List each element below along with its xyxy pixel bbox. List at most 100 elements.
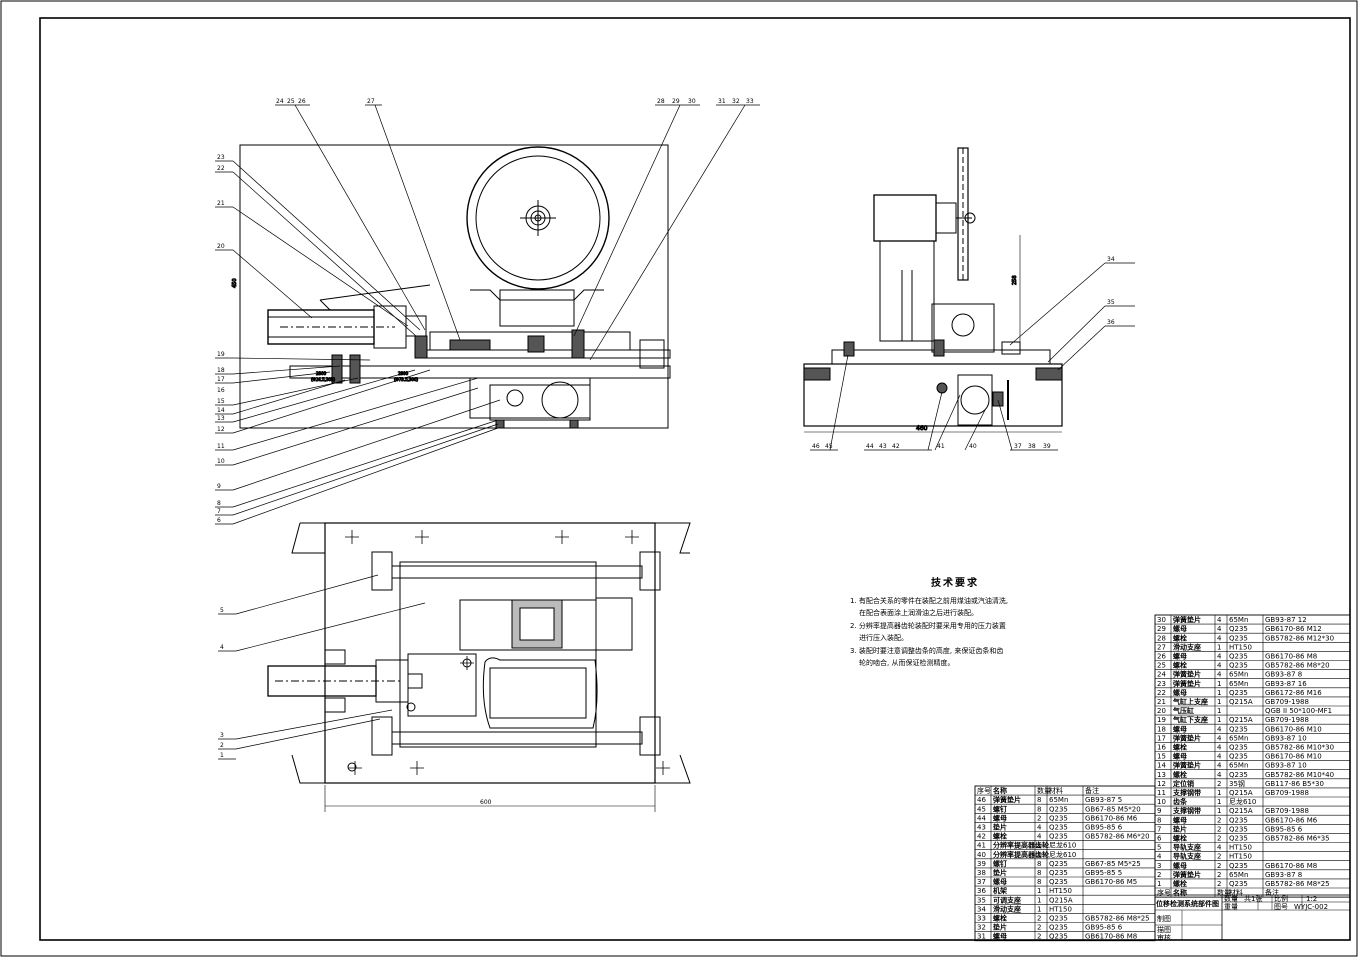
bom-right-row-15-mat: Q235 — [1229, 753, 1248, 761]
svg-text:2800: 2800 — [316, 371, 327, 376]
leader-22: 22 — [217, 165, 225, 172]
bom-left-row-44-no: 44 — [977, 814, 986, 822]
bom-right-row-9-note: GB709-1988 — [1265, 807, 1309, 815]
bom-left-row-43-mat: Q235 — [1049, 824, 1068, 832]
bom-right-row-14-name: 弹簧垫片 — [1173, 761, 1201, 770]
bom-right-row-15-no: 15 — [1157, 753, 1166, 761]
bom-left-row-40-mat: 尼龙610 — [1049, 850, 1076, 859]
bom-right-row-1-note: GB5782-86 M8*25 — [1265, 880, 1330, 888]
bom-left-row-43-no: 43 — [977, 824, 986, 832]
bom-left-row-37-note: GB6170-86 M5 — [1085, 878, 1137, 886]
bom-right-row-12-qty: 2 — [1217, 780, 1221, 788]
bom-right-row-11-mat: Q215A — [1229, 789, 1253, 797]
bom-right-row-6-no: 6 — [1157, 835, 1162, 843]
drawing-no-label: 图号 — [1274, 903, 1288, 911]
bom-right-row-1-no: 1 — [1157, 880, 1161, 888]
bom-right-row-24-qty: 4 — [1217, 671, 1222, 679]
bom-left-row-35-no: 35 — [977, 896, 986, 904]
bom-right-row-21-mat: Q215A — [1229, 698, 1253, 706]
bom-right-row-19-name: 气缸下支座 — [1172, 715, 1208, 724]
bom-right-row-4-no: 4 — [1157, 853, 1162, 861]
bom-left-row-33-note: GB5782-86 M8*25 — [1085, 915, 1150, 923]
bom-right-row-25-no: 25 — [1157, 662, 1166, 670]
bom-left-row-38-mat: Q235 — [1049, 869, 1068, 877]
bom-left-row-序号-name: 名称 — [993, 786, 1007, 795]
leader-19: 19 — [217, 351, 225, 358]
bom-right-row-29-mat: Q235 — [1229, 625, 1248, 633]
bom-right-row-4-mat: HT150 — [1229, 853, 1252, 861]
side-view: 258 460 — [803, 147, 1063, 433]
bom-right-row-header-name: 名称 — [1173, 888, 1187, 897]
bom-right-row-4-qty: 2 — [1217, 853, 1221, 861]
bom-right-row-12-mat: 35钢 — [1229, 779, 1245, 788]
bom-right-row-21-note: GB709-1988 — [1265, 698, 1309, 706]
bom-left-row-44-qty: 2 — [1037, 814, 1041, 822]
bom-right-row-8-qty: 2 — [1217, 816, 1221, 824]
leader-38: 38 — [1028, 443, 1036, 450]
bom-right-row-12-name: 定位销 — [1173, 779, 1194, 788]
row-draw: 制图 — [1157, 914, 1171, 923]
dim-plan-width: 600 — [480, 799, 492, 806]
bom-left-row-37-name: 螺母 — [993, 877, 1007, 886]
side-view-leader-labels: 34 35 36 46 45 44 43 42 41 40 37 38 39 — [812, 256, 1115, 450]
bom-left-row-35-qty: 1 — [1037, 896, 1041, 904]
bom-right-row-8-note: GB6170-86 M6 — [1265, 816, 1318, 824]
bom-right-row-16-name: 螺栓 — [1173, 743, 1187, 752]
leader-2: 2 — [220, 742, 224, 749]
leader-5: 5 — [220, 607, 224, 614]
bom-right-row-23-no: 23 — [1157, 680, 1166, 688]
bom-right-row-19-no: 19 — [1157, 716, 1166, 724]
bom-right-row-9-no: 9 — [1157, 807, 1161, 815]
plan-view: 600 — [267, 522, 691, 812]
bom-left-row-36-name: 机架 — [993, 886, 1007, 895]
bom-right-row-13-mat: Q235 — [1229, 771, 1248, 779]
bom-right-row-15-note: GB6170-86 M10 — [1265, 753, 1322, 761]
leader-8: 8 — [217, 500, 221, 507]
plan-view-leaders — [218, 574, 426, 760]
leader-12: 12 — [217, 426, 225, 433]
bom-left-row-33-no: 33 — [977, 915, 986, 923]
bom-left-row-31-note: GB6170-86 M8 — [1085, 933, 1137, 941]
bom-right-row-28-name: 螺栓 — [1173, 633, 1187, 642]
bom-left-row-46-note: GB93-87 5 — [1085, 796, 1122, 804]
bom-left-row-34-mat: HT150 — [1049, 905, 1072, 913]
bom-right-row-29-name: 螺母 — [1173, 624, 1187, 633]
bom-left-row-33-mat: Q235 — [1049, 915, 1068, 923]
bom-left-row-32-mat: Q235 — [1049, 924, 1068, 932]
bom-left-row-46-no: 46 — [977, 796, 986, 804]
bom-right-row-7-no: 7 — [1157, 825, 1161, 833]
bom-left-row-42-no: 42 — [977, 833, 986, 841]
bom-right-row-6-mat: Q235 — [1229, 835, 1248, 843]
bom-right-row-9-mat: Q215A — [1229, 807, 1253, 815]
tech-line-5: 3. 装配时要注意调整齿条的高度, 来保证齿条和齿 — [850, 646, 1004, 655]
bom-left-row-31-qty: 2 — [1037, 933, 1041, 941]
leader-33: 33 — [746, 98, 754, 105]
bom-right-row-10-qty: 1 — [1217, 798, 1221, 806]
bom-left-row-34-name: 滑动支座 — [993, 904, 1021, 913]
bom-left-row-43-note: GB95-85 6 — [1085, 824, 1123, 832]
leader-43: 43 — [879, 443, 887, 450]
bom-left-row-39-name: 螺钉 — [993, 859, 1007, 868]
bom-right-row-8-mat: Q235 — [1229, 816, 1248, 824]
front-view-leader-labels: 23 22 21 20 19 18 17 15 14 13 16 12 11 1… — [217, 98, 754, 524]
bom-right-row-6-note: GB5782-86 M6*35 — [1265, 835, 1330, 843]
row-review: 审核 — [1157, 933, 1171, 942]
bom-right-row-17-note: GB93-87 10 — [1265, 734, 1307, 742]
bom-right-row-22-no: 22 — [1157, 689, 1166, 697]
bom-left-row-45-mat: Q235 — [1049, 805, 1068, 813]
leader-11: 11 — [217, 443, 225, 450]
bom-right-row-24-no: 24 — [1157, 671, 1166, 679]
drawing-name: 位移检测系统部件图 — [1156, 899, 1219, 908]
bom-right-row-22-note: GB6172-86 M16 — [1265, 689, 1322, 697]
bom-right-row-26-qty: 4 — [1217, 653, 1222, 661]
bom-right-row-13-name: 螺栓 — [1173, 770, 1187, 779]
leader-20: 20 — [217, 243, 225, 250]
leader-15: 15 — [217, 398, 225, 405]
bom-right-row-16-qty: 4 — [1217, 744, 1222, 752]
leader-9: 9 — [217, 483, 221, 490]
bom-right-row-26-note: GB6170-86 M8 — [1265, 653, 1317, 661]
leader-40: 40 — [969, 443, 977, 450]
leader-13: 13 — [217, 415, 225, 422]
bom-right-row-7-mat: Q235 — [1229, 825, 1248, 833]
bom-right-row-7-note: GB95-85 6 — [1265, 825, 1303, 833]
